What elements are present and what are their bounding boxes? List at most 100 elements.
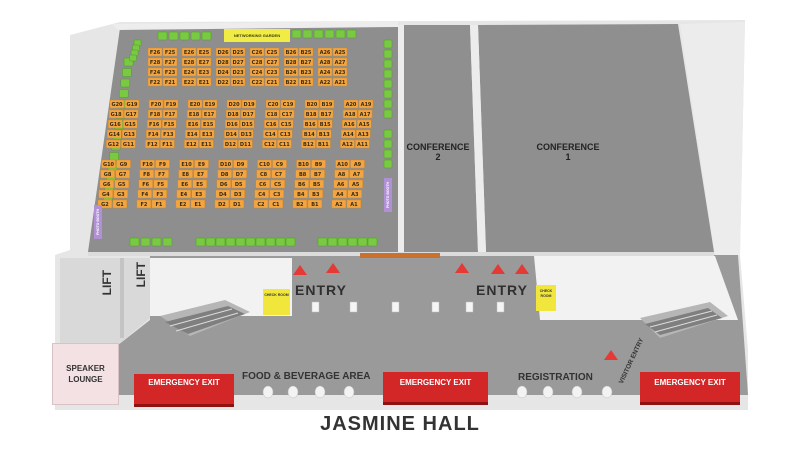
booth-label: A23 bbox=[335, 70, 346, 76]
booth-label: B12 bbox=[303, 142, 314, 148]
booth-label: B7 bbox=[314, 172, 322, 178]
booth bbox=[192, 179, 207, 189]
booth bbox=[230, 47, 246, 57]
booth bbox=[254, 189, 270, 199]
booth bbox=[343, 99, 359, 109]
booth bbox=[176, 189, 192, 199]
booth-label: G17 bbox=[126, 112, 138, 118]
seat bbox=[346, 29, 357, 39]
booth-label: D15 bbox=[242, 122, 254, 128]
booth-label: D23 bbox=[232, 70, 244, 76]
booth bbox=[302, 129, 317, 139]
booth-label: B28 bbox=[286, 60, 297, 66]
conference-1-number: 1 bbox=[565, 152, 571, 162]
booth bbox=[106, 139, 121, 149]
seat bbox=[383, 79, 393, 89]
booth bbox=[196, 77, 212, 87]
speaker-lounge-line2: LOUNGE bbox=[68, 375, 103, 384]
booth-label: F27 bbox=[165, 60, 176, 66]
entry-arrow-icon bbox=[491, 264, 505, 274]
seat bbox=[179, 31, 190, 41]
booth-label: B1 bbox=[311, 202, 319, 208]
booth-label: F28 bbox=[150, 60, 161, 66]
booth bbox=[146, 129, 161, 139]
booth bbox=[334, 169, 349, 179]
platform-right bbox=[534, 256, 738, 320]
booth-label: E23 bbox=[199, 70, 210, 76]
booth-label: A28 bbox=[320, 60, 331, 66]
conference-1-label: CONFERENCE 1 bbox=[528, 142, 608, 162]
booth-label: B21 bbox=[301, 80, 312, 86]
booth bbox=[100, 169, 115, 179]
booth bbox=[264, 119, 279, 129]
booth-label: G12 bbox=[108, 142, 120, 148]
bollard bbox=[496, 301, 505, 313]
booth bbox=[160, 139, 175, 149]
lift-left-label: LIFT bbox=[100, 270, 114, 296]
booth-label: F19 bbox=[166, 102, 177, 108]
entry-arrow-icon bbox=[604, 350, 618, 360]
booth-label: E22 bbox=[184, 80, 195, 86]
booth bbox=[152, 189, 168, 199]
booth bbox=[264, 77, 280, 87]
booth-label: F20 bbox=[151, 102, 162, 108]
booth-label: B27 bbox=[301, 60, 312, 66]
booth bbox=[318, 109, 334, 119]
booth bbox=[123, 109, 139, 119]
booth-label: C16 bbox=[266, 122, 277, 128]
booth bbox=[307, 199, 323, 209]
booth-label: F4 bbox=[141, 192, 148, 198]
booth-label: D3 bbox=[234, 192, 242, 198]
booth bbox=[342, 119, 357, 129]
table bbox=[287, 385, 299, 399]
seat bbox=[302, 29, 313, 39]
booth-label: F25 bbox=[165, 50, 176, 56]
booth bbox=[331, 199, 347, 209]
booth bbox=[298, 67, 314, 77]
booth bbox=[154, 169, 169, 179]
booth bbox=[318, 119, 333, 129]
booth-label: G14 bbox=[109, 132, 121, 138]
booth bbox=[249, 67, 265, 77]
booth-label: D24 bbox=[217, 70, 229, 76]
booth bbox=[241, 99, 257, 109]
booth bbox=[202, 99, 218, 109]
booth-label: B9 bbox=[315, 162, 323, 168]
entry-arrows bbox=[293, 263, 618, 360]
booth bbox=[175, 199, 191, 209]
booth-label: G20 bbox=[111, 102, 123, 108]
booth-label: D22 bbox=[217, 80, 229, 86]
booth bbox=[280, 99, 296, 109]
booth-label: A25 bbox=[335, 50, 346, 56]
booth-label: G19 bbox=[126, 102, 138, 108]
booth-label: G18 bbox=[111, 112, 123, 118]
seat bbox=[357, 237, 368, 247]
booth bbox=[184, 139, 199, 149]
table bbox=[601, 385, 613, 399]
booth bbox=[349, 169, 364, 179]
booth-label: C4 bbox=[258, 192, 266, 198]
seat bbox=[201, 31, 212, 41]
booth-label: A12 bbox=[342, 142, 353, 148]
booth-label: B15 bbox=[320, 122, 331, 128]
booth bbox=[335, 159, 350, 169]
booth bbox=[271, 169, 286, 179]
seat bbox=[255, 237, 266, 247]
booth-label: F6 bbox=[142, 182, 149, 188]
booth-label: A18 bbox=[345, 112, 356, 118]
entry-arrow-icon bbox=[326, 263, 340, 273]
booth bbox=[217, 169, 232, 179]
seat bbox=[205, 237, 216, 247]
seat bbox=[118, 89, 129, 98]
booth-label: C12 bbox=[264, 142, 275, 148]
bollard-row bbox=[311, 301, 505, 313]
booth bbox=[357, 109, 373, 119]
booth-label: E1 bbox=[194, 202, 201, 208]
booth bbox=[296, 159, 311, 169]
seat bbox=[324, 29, 335, 39]
booth bbox=[163, 99, 179, 109]
booth bbox=[278, 129, 293, 139]
booth bbox=[185, 119, 201, 129]
booth bbox=[186, 109, 202, 119]
booth-label: A6 bbox=[337, 182, 345, 188]
